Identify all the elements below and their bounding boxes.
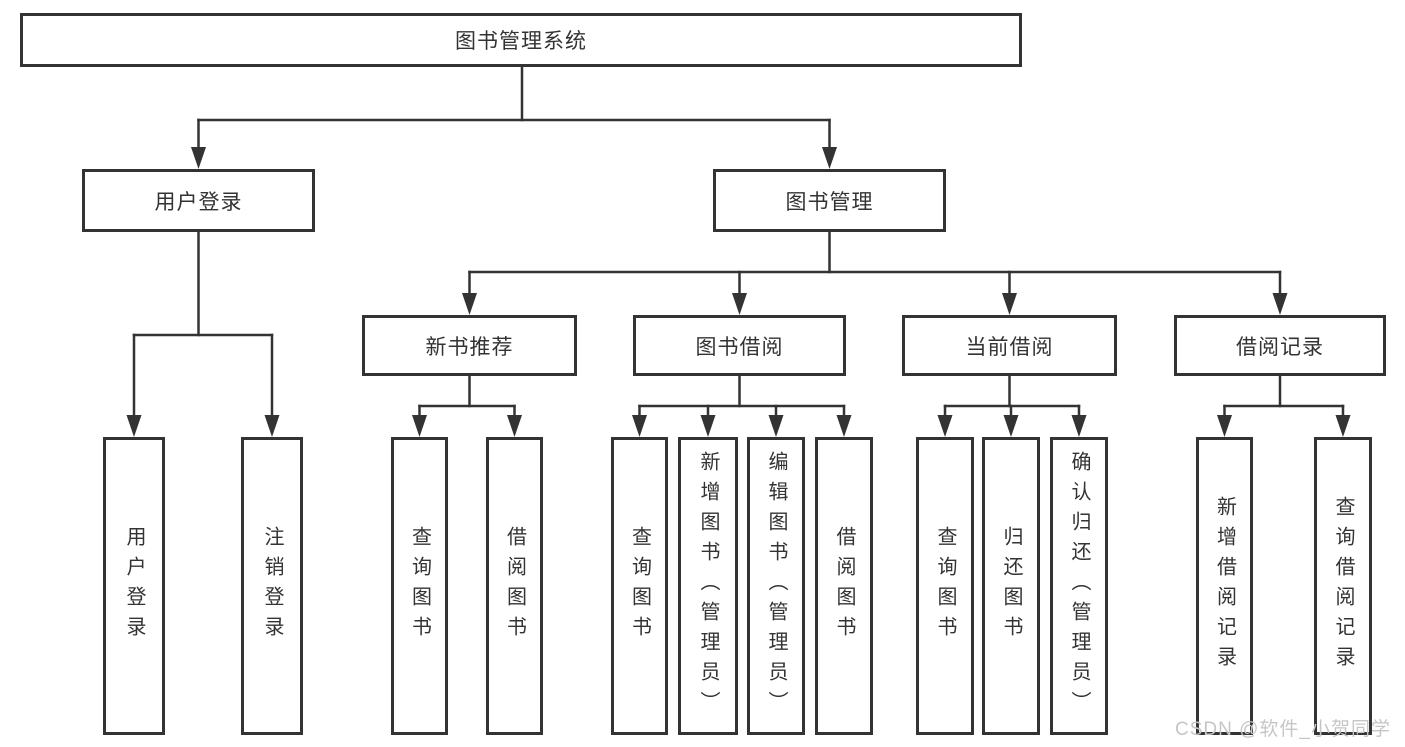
node-new-book-recommend: 新书推荐: [362, 315, 577, 376]
leaf-label: 注销登录: [261, 526, 283, 646]
leaf-label: 查询图书: [408, 526, 431, 646]
node-user-login: 用户登录: [82, 169, 315, 232]
leaf-label: 编辑图书（管理员）: [765, 451, 787, 721]
node-current-borrow: 当前借阅: [902, 315, 1117, 376]
leaf-return-books: 归还图书: [982, 437, 1040, 735]
leaf-label: 查询图书: [628, 526, 651, 646]
node-root: 图书管理系统: [20, 13, 1022, 67]
leaf-borrow-books-1: 借阅图书: [486, 437, 543, 735]
leaf-query-books-1: 查询图书: [391, 437, 448, 735]
leaf-query-books-2: 查询图书: [611, 437, 668, 735]
leaf-label: 借阅图书: [503, 526, 526, 646]
leaf-query-books-3: 查询图书: [916, 437, 974, 735]
leaf-user-login: 用户登录: [103, 437, 165, 735]
leaf-logout: 注销登录: [241, 437, 303, 735]
leaf-label: 新增借阅记录: [1213, 496, 1236, 676]
leaf-label: 确认归还（管理员）: [1068, 451, 1090, 721]
node-book-management: 图书管理: [713, 169, 946, 232]
leaf-confirm-return-admin: 确认归还（管理员）: [1050, 437, 1108, 735]
csdn-watermark: CSDN @软件_小贺同学: [1175, 719, 1391, 740]
leaf-label: 新增图书（管理员）: [697, 451, 719, 721]
leaf-label: 查询借阅记录: [1332, 496, 1354, 676]
leaf-label: 归还图书: [1000, 526, 1022, 646]
leaf-label: 用户登录: [123, 526, 145, 646]
leaf-add-borrow-record: 新增借阅记录: [1196, 437, 1253, 735]
leaf-label: 查询图书: [934, 526, 956, 646]
leaf-label: 借阅图书: [833, 526, 855, 646]
leaf-add-books-admin: 新增图书（管理员）: [678, 437, 738, 735]
node-borrow-records: 借阅记录: [1174, 315, 1386, 376]
leaf-query-borrow-record: 查询借阅记录: [1314, 437, 1372, 735]
leaf-borrow-books-2: 借阅图书: [815, 437, 873, 735]
node-book-borrow: 图书借阅: [633, 315, 846, 376]
leaf-edit-books-admin: 编辑图书（管理员）: [747, 437, 805, 735]
